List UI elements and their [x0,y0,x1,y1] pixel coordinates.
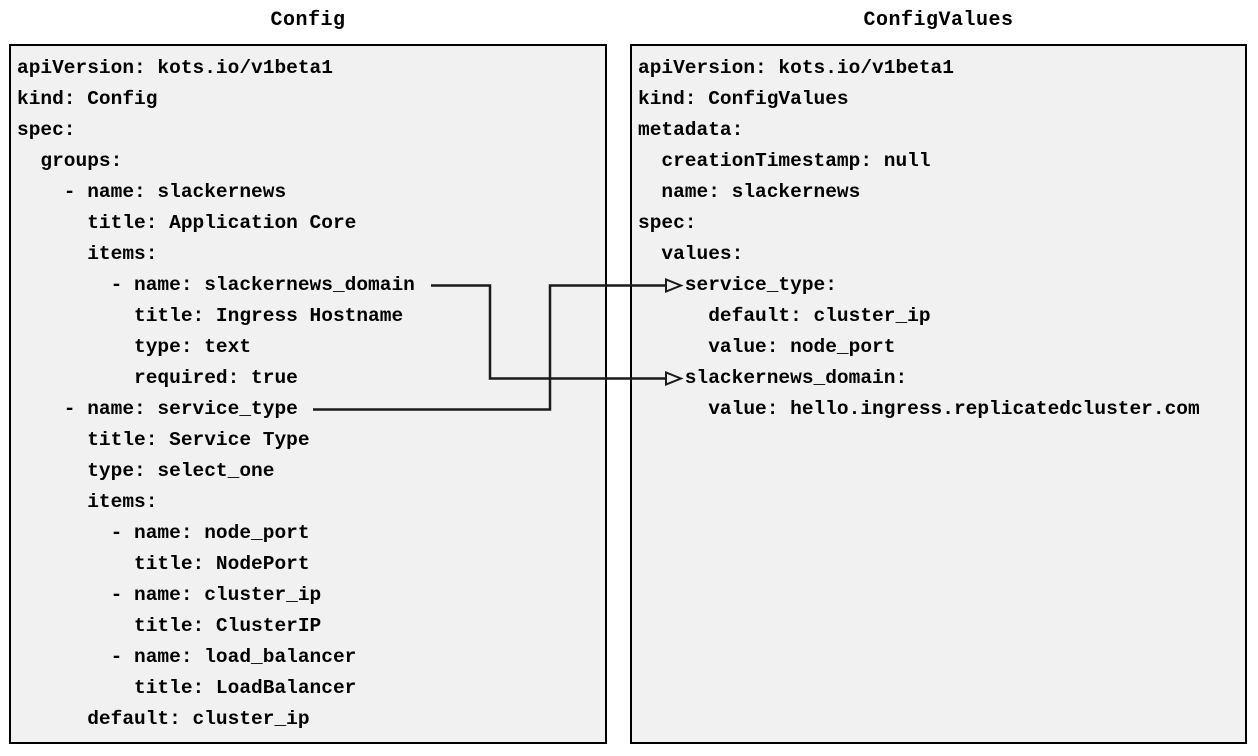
configvalues-yaml-code: apiVersion: kots.io/v1beta1 kind: Config… [638,57,1200,420]
config-panel-title: Config [270,9,346,32]
config-panel: apiVersion: kots.io/v1beta1 kind: Config… [9,44,607,744]
configvalues-panel: apiVersion: kots.io/v1beta1 kind: Config… [630,44,1247,744]
configvalues-panel-title: ConfigValues [863,9,1014,32]
config-yaml-code: apiVersion: kots.io/v1beta1 kind: Config… [17,57,415,730]
